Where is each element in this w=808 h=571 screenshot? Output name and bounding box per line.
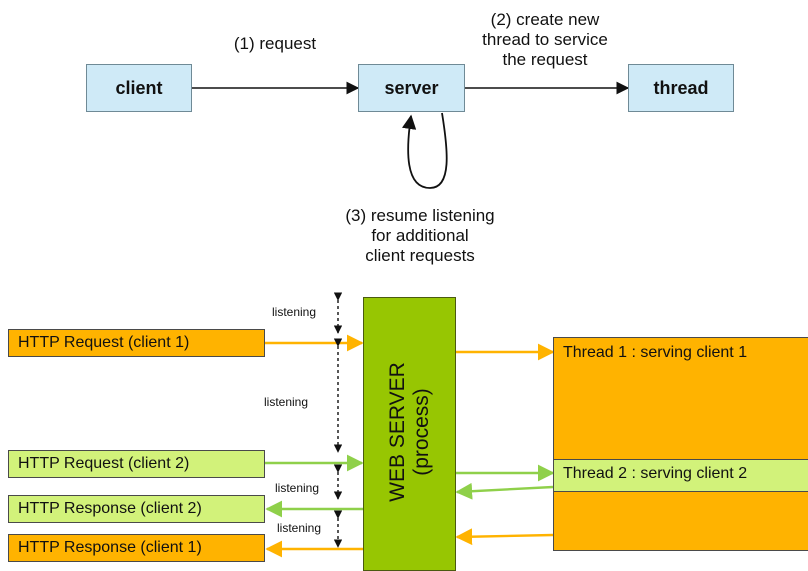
thread-1-label: Thread 1 : serving client 1 (563, 344, 748, 361)
listening-label-1: listening (272, 305, 317, 319)
listening-label-4: listening (277, 521, 322, 535)
web-server-box (363, 297, 456, 571)
request-caption: (1) request (233, 34, 317, 53)
listening-label-2: listening (264, 395, 309, 409)
thread-label: thread (653, 77, 709, 98)
http-request-client-1: HTTP Request (client 1) (8, 329, 265, 357)
client-box: client (86, 64, 192, 112)
thread-2-box (553, 459, 808, 492)
server-label: server (384, 77, 439, 98)
http-response-client-2: HTTP Response (client 2) (8, 495, 265, 523)
server-box: server (358, 64, 465, 112)
thread-box: thread (628, 64, 734, 112)
resume-loop-arrow (401, 112, 448, 189)
thread2-server-arrow (455, 482, 554, 500)
http-request-client-2: HTTP Request (client 2) (8, 450, 265, 478)
listening-label-3: listening (275, 481, 320, 495)
thread1-server-arrow (455, 528, 554, 546)
thread-1-box (553, 337, 808, 551)
http-response-client-1: HTTP Response (client 1) (8, 534, 265, 562)
resume-caption: (3) resume listening for additional clie… (345, 206, 495, 265)
client-label: client (115, 77, 163, 98)
create-thread-caption: (2) create new thread to service the req… (482, 10, 608, 69)
web-server-label: WEB SERVER (process) (386, 362, 433, 502)
thread-2-label: Thread 2 : serving client 2 (563, 465, 748, 482)
